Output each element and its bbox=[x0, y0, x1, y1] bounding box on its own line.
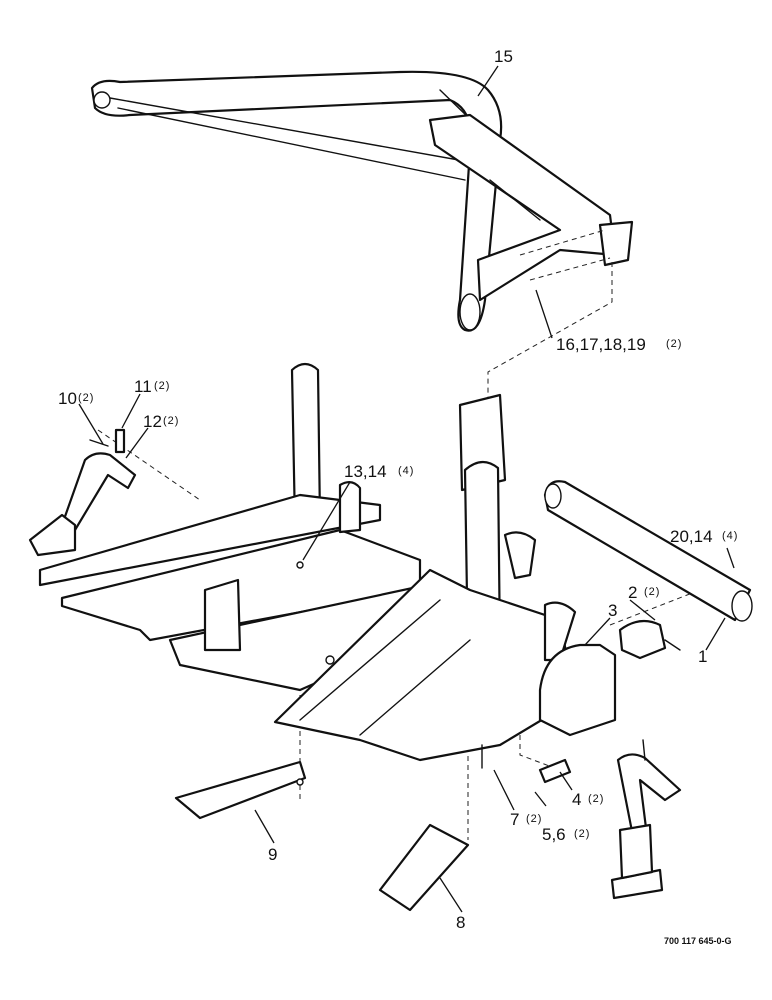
callout-5-qty: (2) bbox=[574, 828, 590, 840]
callout-7: 7 bbox=[510, 810, 519, 829]
callout-1: 1 bbox=[698, 647, 707, 666]
leader-lines bbox=[78, 65, 735, 913]
callout-3: 3 bbox=[608, 601, 617, 620]
callout-11-qty: (2) bbox=[154, 380, 170, 392]
callout-16-qty: (2) bbox=[666, 338, 682, 350]
left-jack-stand bbox=[28, 428, 137, 557]
callout-10: 10 bbox=[58, 389, 77, 408]
callout-11: 11 bbox=[134, 377, 152, 396]
callout-8: 8 bbox=[456, 913, 465, 932]
tube-frame-15 bbox=[90, 70, 634, 332]
callout-13-qty: (4) bbox=[398, 465, 414, 477]
skid-plate-8 bbox=[378, 823, 470, 912]
callout-13-14: 13,14 bbox=[344, 462, 387, 481]
callout-10-qty: (2) bbox=[78, 392, 94, 404]
callout-9: 9 bbox=[268, 845, 277, 864]
callout-20-qty: (4) bbox=[722, 530, 738, 542]
bolt-group bbox=[481, 744, 572, 784]
right-jack-stand bbox=[610, 739, 682, 900]
drawing-number: 700 117 645-0-G bbox=[664, 936, 732, 946]
callout-15: 15 bbox=[494, 47, 513, 66]
callout-labels: 15 16,17,18,19 (2) 10 (2) 11 (2) 12 (2) … bbox=[58, 47, 738, 932]
callout-4: 4 bbox=[572, 790, 581, 809]
callout-12-qty: (2) bbox=[163, 415, 179, 427]
crossbar-tube-1 bbox=[543, 480, 753, 622]
callout-7-qty: (2) bbox=[526, 813, 542, 825]
shield-3 bbox=[538, 643, 617, 737]
callout-5-6: 5,6 bbox=[542, 825, 566, 844]
callout-2-qty: (2) bbox=[644, 586, 660, 598]
bracket-2 bbox=[618, 619, 681, 660]
callout-12: 12 bbox=[143, 412, 162, 431]
main-frame bbox=[38, 362, 577, 762]
skid-plate-9 bbox=[174, 760, 307, 820]
callout-2: 2 bbox=[628, 583, 637, 602]
callout-16-17-18-19: 16,17,18,19 bbox=[556, 335, 646, 354]
callout-4-qty: (2) bbox=[588, 793, 604, 805]
callout-20-14: 20,14 bbox=[670, 527, 713, 546]
